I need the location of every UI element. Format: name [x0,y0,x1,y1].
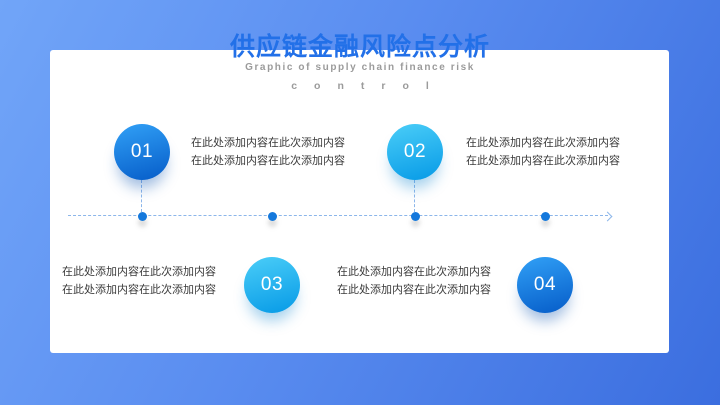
step-number-04: 04 [533,274,557,295]
placeholder-line: 在此处添加内容在此次添加内容 [337,284,491,296]
subtitle-control: control [291,80,446,92]
step-number-03: 03 [260,274,284,295]
content-card [50,50,669,353]
timeline-dashed-line [68,215,608,216]
step-circle-04: 04 [517,257,573,313]
placeholder-line: 在此处添加内容在此次添加内容 [337,266,491,278]
placeholder-text-item-1: 在此处添加内容在此次添加内容 在此处添加内容在此次添加内容 [191,134,345,170]
placeholder-text-item-2: 在此处添加内容在此次添加内容 在此处添加内容在此次添加内容 [466,134,620,170]
step-circle-03: 03 [244,257,300,313]
step-circle-02: 02 [387,124,443,180]
placeholder-line: 在此处添加内容在此次添加内容 [62,284,216,296]
step-number-02: 02 [403,141,427,162]
placeholder-text-item-3: 在此处添加内容在此次添加内容 在此处添加内容在此次添加内容 [62,263,216,299]
subtitle-english: Graphic of supply chain finance risk [245,62,475,73]
step-number-01: 01 [130,141,154,162]
placeholder-line: 在此处添加内容在此次添加内容 [466,137,620,149]
connector-item-1 [141,180,142,212]
step-circle-01: 01 [114,124,170,180]
connector-item-2 [414,180,415,212]
timeline-dot-4 [540,211,550,221]
timeline-dot-1 [137,211,147,221]
placeholder-line: 在此处添加内容在此次添加内容 [191,137,345,149]
timeline-dot-3 [410,211,420,221]
placeholder-line: 在此处添加内容在此次添加内容 [191,155,345,167]
placeholder-line: 在此处添加内容在此次添加内容 [62,266,216,278]
page-title: 供应链金融风险点分析 [229,33,490,61]
timeline-dot-2 [267,211,277,221]
placeholder-text-item-4: 在此处添加内容在此次添加内容 在此处添加内容在此次添加内容 [337,263,491,299]
placeholder-line: 在此处添加内容在此次添加内容 [466,155,620,167]
